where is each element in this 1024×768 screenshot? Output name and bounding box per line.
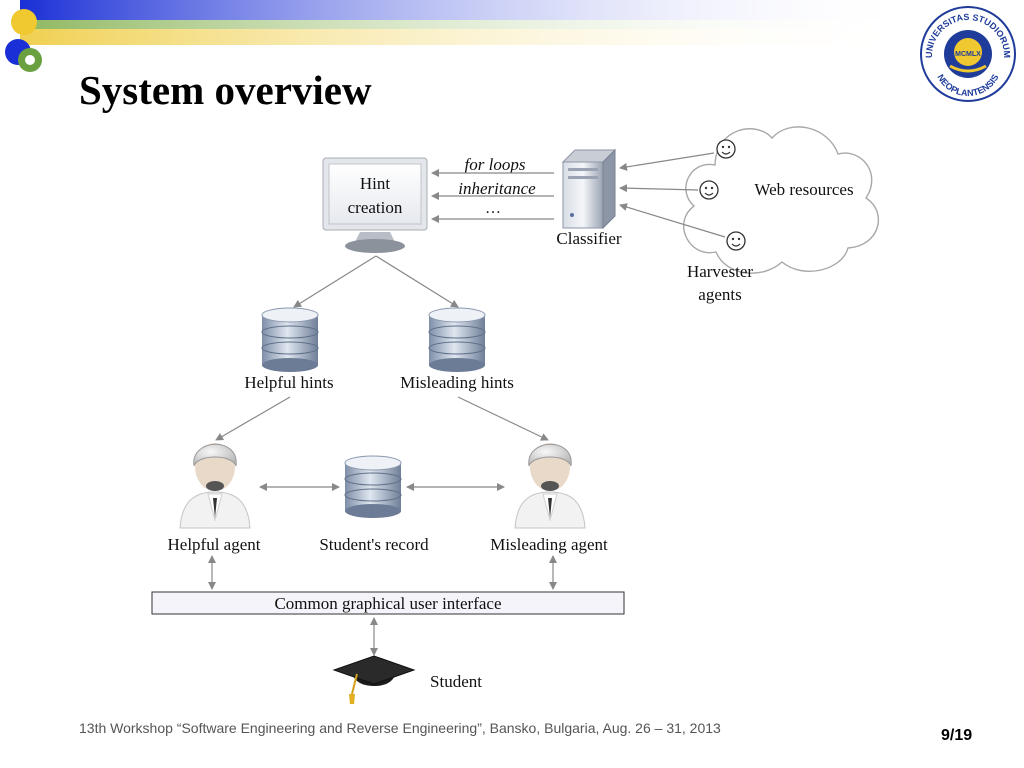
- students-record-label: Student's record: [319, 535, 429, 554]
- hint-creation-monitor: Hint creation: [322, 157, 428, 253]
- arrow-harvester-3: [619, 203, 726, 238]
- classifier-label: Classifier: [556, 229, 621, 248]
- misleading-hints-database: [428, 307, 486, 372]
- harvester-smiley-1: [716, 139, 736, 159]
- header-decoration: [5, 0, 920, 72]
- student-label: Student: [430, 672, 482, 691]
- topic-ellipsis: …: [485, 200, 501, 217]
- students-record-database: [344, 455, 402, 518]
- misleading-hints-label: Misleading hints: [400, 373, 514, 392]
- harvester-label-line1: Harvester: [687, 262, 753, 281]
- arrow-monitor-to-helpful-hints: [293, 255, 377, 308]
- helpful-hints-database: [261, 307, 319, 372]
- gui-bar: [151, 591, 625, 615]
- arrow-monitor-to-misleading-hints: [375, 255, 459, 308]
- gui-label: Common graphical user interface: [274, 594, 501, 613]
- university-logo: UNIVERSITAS STUDIORUM NEOPLANTENSIS MCML…: [920, 6, 1016, 102]
- arrow-harvester-1: [619, 152, 715, 171]
- footer-text: 13th Workshop “Software Engineering and …: [79, 720, 721, 736]
- monitor-label-line2: creation: [348, 198, 403, 217]
- harvester-label-line2: agents: [698, 285, 741, 304]
- harvester-smiley-3: [726, 231, 746, 251]
- page-number: 9/19: [941, 727, 973, 744]
- graduation-cap-icon: [332, 655, 416, 704]
- arrow-misleading-hints-to-agent: [457, 396, 549, 441]
- web-resources-cloud: [683, 126, 880, 274]
- svg-text:MCMLX: MCMLX: [955, 51, 981, 58]
- helpful-agent-label: Helpful agent: [168, 535, 261, 554]
- topic-inheritance: inheritance: [458, 179, 536, 198]
- header-dot-gold: [11, 9, 37, 35]
- topic-for-loops: for loops: [465, 155, 526, 174]
- misleading-agent-label: Misleading agent: [490, 535, 608, 554]
- slide-title: System overview: [79, 67, 372, 113]
- helpful-agent-figure: [179, 443, 251, 529]
- arrow-harvester-2: [619, 184, 699, 193]
- arrow-helpful-hints-to-agent: [215, 396, 291, 441]
- web-resources-label: Web resources: [754, 180, 853, 199]
- classifier-server: [561, 148, 617, 230]
- helpful-hints-label: Helpful hints: [244, 373, 333, 392]
- harvester-smiley-2: [699, 180, 719, 200]
- misleading-agent-figure: [514, 443, 586, 529]
- monitor-label-line1: Hint: [360, 174, 391, 193]
